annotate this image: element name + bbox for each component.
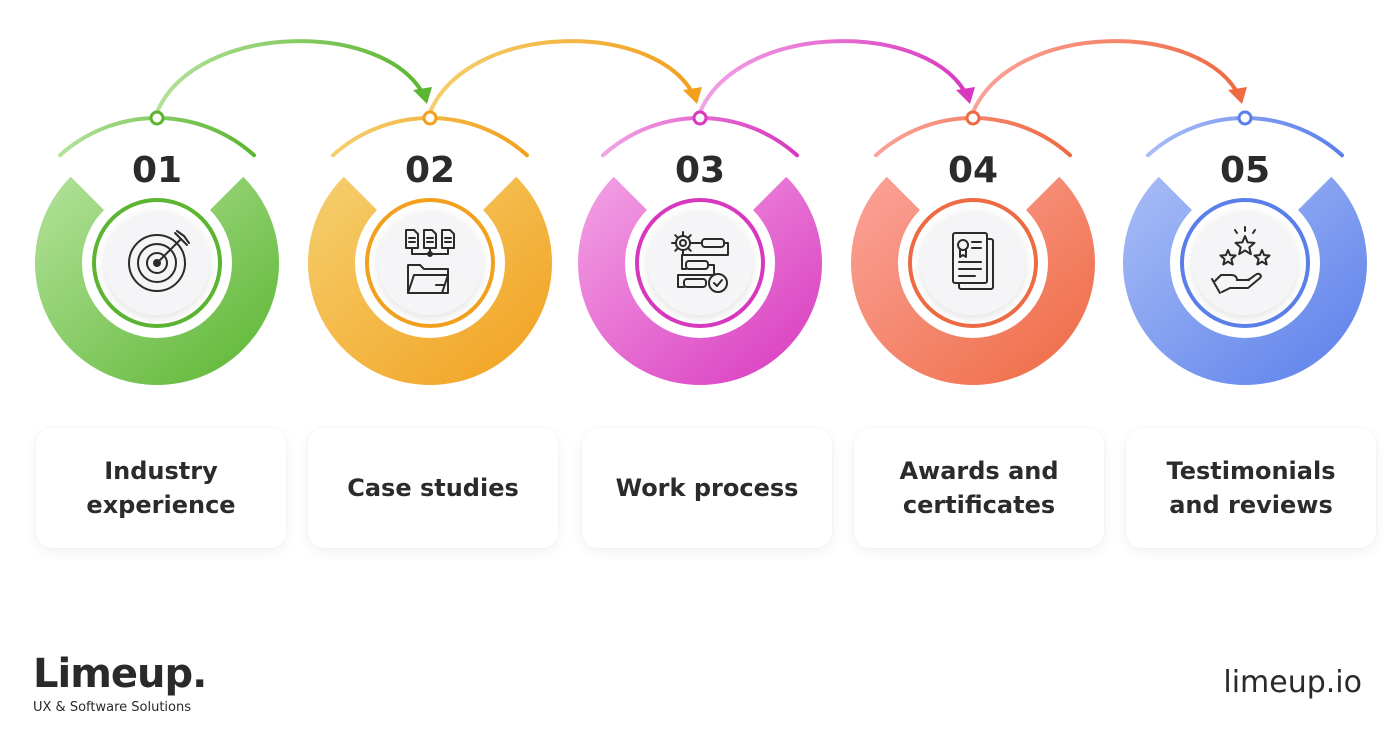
certificate-icon — [952, 232, 994, 290]
step-donut — [577, 176, 822, 385]
arc-node-dot — [692, 110, 708, 126]
arc-node-dot — [422, 110, 438, 126]
brand-name: Limeup. — [33, 651, 207, 697]
arc-node-dot — [149, 110, 165, 126]
limeup-logo: Limeup. UX & Software Solutions — [33, 650, 207, 715]
step-card-4: Awards and certificates — [854, 428, 1104, 548]
step-nodes: 01 02 03 04 05 — [35, 110, 1367, 386]
connector-arrow-1 — [155, 39, 432, 114]
step-node-1: 01 — [35, 110, 279, 385]
step-donut — [850, 176, 1095, 385]
step-node-4: 04 — [850, 110, 1095, 385]
step-label: Industry experience — [86, 457, 236, 519]
step-label: Case studies — [347, 474, 519, 502]
step-node-5: 05 — [1122, 110, 1367, 386]
workflow-icon — [671, 231, 729, 293]
step-number: 02 — [405, 150, 455, 191]
step-donut — [35, 176, 279, 385]
target-icon — [128, 230, 190, 292]
folder-documents-icon — [405, 229, 455, 294]
step-label: Awards and certificates — [899, 457, 1059, 519]
step-label: Work process — [615, 474, 799, 502]
step-card-3: Work process — [582, 428, 832, 548]
stars-hand-icon — [1211, 226, 1271, 294]
step-card-5: Testimonials and reviews — [1126, 428, 1376, 548]
arc-node-dot — [1237, 110, 1253, 126]
arc-node-dot — [965, 110, 981, 126]
step-number: 05 — [1220, 150, 1270, 191]
connector-arrow-2 — [428, 39, 702, 114]
step-card-1: Industry experience — [36, 428, 286, 548]
brand-tagline: UX & Software Solutions — [33, 700, 191, 715]
connector-arrow-3 — [698, 39, 975, 114]
step-node-2: 02 — [307, 110, 552, 385]
process-diagram: 01 02 03 04 05 — [35, 39, 1367, 386]
step-number: 01 — [132, 150, 182, 191]
step-number: 03 — [675, 150, 725, 191]
connector-arrow-4 — [971, 39, 1247, 114]
site-url: limeup.io — [1223, 665, 1362, 700]
connector-arrows — [155, 39, 1247, 114]
step-card-2: Case studies — [308, 428, 558, 548]
step-number: 04 — [948, 150, 998, 191]
step-node-3: 03 — [577, 110, 822, 385]
step-donut — [307, 176, 552, 385]
step-label: Testimonials and reviews — [1166, 457, 1336, 519]
step-donut — [1122, 176, 1367, 386]
